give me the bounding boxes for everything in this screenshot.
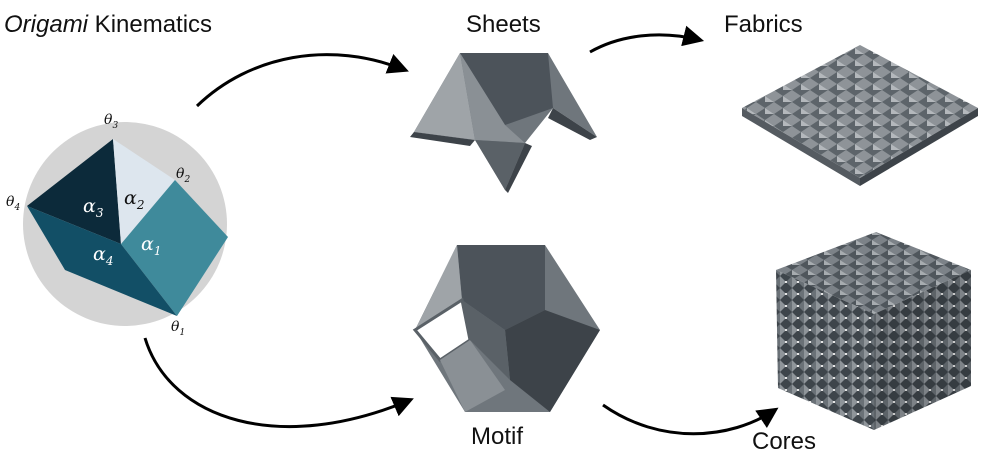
sheets-label: Sheets: [466, 11, 541, 38]
face-alpha3: [27, 139, 121, 244]
motif-model: [412, 245, 600, 412]
arrow-to-fabrics: [589, 25, 705, 54]
sheet-model: [410, 53, 597, 193]
cores-label: Cores: [752, 428, 817, 455]
theta2-label: θ2: [176, 166, 190, 185]
arrow-to-motif: [143, 337, 414, 429]
fabrics-label: Fabrics: [724, 11, 803, 38]
alpha2-label: α2: [124, 187, 144, 212]
face-alpha4: [27, 206, 177, 316]
core-model: [776, 232, 971, 430]
alpha3-label: α3: [83, 195, 104, 220]
theta3-label: θ3: [104, 112, 118, 131]
theta4-label: θ4: [6, 194, 20, 213]
alpha1-label: α1: [141, 233, 161, 258]
title-rest: Kinematics: [88, 11, 213, 38]
title-italic: Origami: [4, 11, 89, 38]
figure-title: Origami Kinematics: [4, 11, 212, 39]
face-alpha2: [113, 139, 175, 244]
vertex-diagram: α1 α2 α3 α4 θ1 θ2 θ3 θ4: [6, 112, 228, 338]
theta1-label: θ1: [171, 319, 185, 338]
face-alpha1: [121, 180, 228, 316]
arrow-to-cores: [602, 403, 779, 436]
motif-label: Motif: [471, 423, 524, 450]
alpha4-label: α4: [93, 243, 113, 268]
fabric-model: [742, 45, 978, 186]
arrow-to-sheets: [195, 53, 409, 108]
